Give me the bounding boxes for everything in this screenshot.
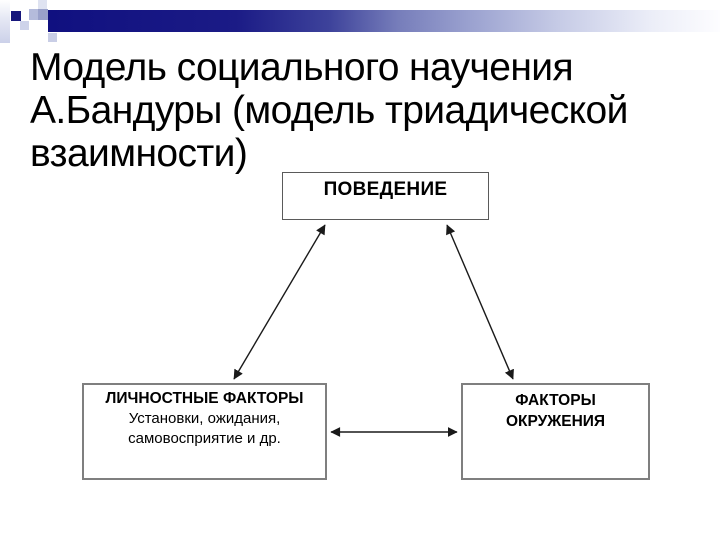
environment-factors-line-2: ОКРУЖЕНИЯ xyxy=(505,413,606,430)
slide-title-line-3: взаимности) xyxy=(30,132,248,175)
deco-square-dark-navy xyxy=(11,11,21,21)
personal-factors-box: ЛИЧНОСТНЫЕ ФАКТОРЫ Установки, ожидания, … xyxy=(82,383,327,480)
deco-square-slate xyxy=(38,9,48,20)
environment-factors-box: ФАКТОРЫ ОКРУЖЕНИЯ xyxy=(461,383,650,480)
behavior-box: ПОВЕДЕНИЕ xyxy=(282,172,489,220)
arrow-behavior-environment xyxy=(446,224,514,380)
deco-square-below-bar xyxy=(48,33,57,42)
arrow-behavior-personal xyxy=(233,224,326,380)
deco-square-lavender xyxy=(29,9,38,20)
deco-square-light xyxy=(20,21,29,30)
slide-title-line-2: А.Бандуры (модель триадической xyxy=(30,89,628,132)
personal-factors-heading: ЛИЧНОСТНЫЕ ФАКТОРЫ xyxy=(105,390,304,407)
header-gradient-bar xyxy=(48,10,720,32)
slide-title: Модель социального научения А.Бандуры (м… xyxy=(30,46,698,175)
left-gradient-strip xyxy=(0,0,10,43)
deco-square-pale xyxy=(38,0,47,9)
behavior-box-label: ПОВЕДЕНИЕ xyxy=(323,179,448,200)
slide-title-line-1: Модель социального научения xyxy=(30,46,574,89)
personal-factors-line-2: Установки, ожидания, xyxy=(128,410,281,427)
personal-factors-line-3: самовосприятие и др. xyxy=(128,430,281,447)
environment-factors-line-1: ФАКТОРЫ xyxy=(515,392,596,409)
